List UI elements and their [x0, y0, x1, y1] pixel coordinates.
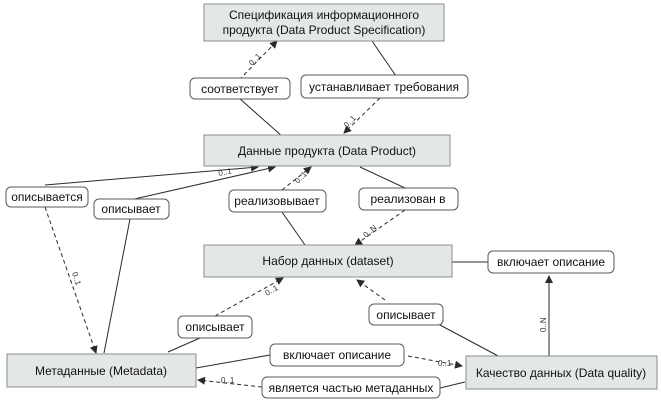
node-dataset-title: Набор данных (dataset)	[262, 254, 393, 268]
svg-text:включает описание: включает описание	[283, 348, 391, 362]
multiplicity: 0..1	[264, 283, 281, 298]
edge-metadata-includes-2	[407, 355, 463, 369]
edge-quality-describes-dataset	[356, 279, 386, 301]
label-describes-product: описывает	[93, 198, 170, 220]
edge-implements-tail	[281, 211, 306, 246]
multiplicity: 0..1	[293, 169, 309, 185]
edge-is-described-down	[44, 206, 98, 354]
svg-text:описывает: описывает	[101, 202, 161, 216]
svg-text:соответствует: соответствует	[201, 82, 279, 96]
label-is-described: описывается	[5, 186, 89, 208]
node-data-quality[interactable]: Качество данных (Data quality)	[465, 355, 658, 390]
multiplicity: 0..1	[438, 359, 452, 368]
edge-metadata-includes	[195, 354, 271, 369]
svg-text:устанавливает требования: устанавливает требования	[309, 80, 459, 94]
svg-text:реализовывает: реализовывает	[234, 194, 320, 208]
edge-corresponds-tail	[238, 97, 284, 138]
label-quality-describes-dataset: описывает	[368, 303, 444, 326]
node-data-product-specification[interactable]: Спецификация информационного продукта (D…	[203, 3, 445, 42]
edge-describes-product-down	[103, 218, 131, 354]
edge-metadata-describes-dataset-tail	[167, 337, 201, 353]
label-is-part-of-metadata: является частью метаданных	[261, 376, 441, 399]
svg-text:описывает: описывает	[376, 308, 436, 322]
multiplicity: 0..N	[362, 223, 379, 239]
label-metadata-describes-dataset: описывает	[177, 315, 253, 339]
edge-implemented-in-tail	[359, 166, 406, 189]
multiplicity: 0..1	[247, 51, 263, 67]
label-sets-requirements: устанавливает требования	[300, 74, 469, 99]
svg-text:включает описание: включает описание	[497, 255, 605, 269]
edge-part-of-2	[197, 376, 263, 388]
svg-text:реализован в: реализован в	[370, 192, 445, 206]
edge-sets-requirements	[343, 97, 381, 134]
label-implements: реализовывает	[228, 189, 327, 213]
edge-describes-product	[129, 164, 276, 201]
multiplicity: 0..1	[342, 113, 358, 129]
node-dataset[interactable]: Набор данных (dataset)	[203, 244, 453, 278]
node-data-product-title: Данные продукта (Data Product)	[238, 144, 416, 158]
node-metadata[interactable]: Метаданные (Metadata)	[6, 353, 197, 388]
edge-is-described	[44, 163, 259, 186]
node-spec-title-line1: Спецификация информационного	[229, 8, 419, 22]
multiplicity: 0..1	[221, 376, 235, 385]
edge-quality-describes-dataset-tail	[439, 324, 501, 358]
edge-metadata-describes-dataset	[214, 277, 284, 317]
edge-part-of	[439, 381, 466, 389]
multiplicity: 0..N	[539, 317, 548, 332]
edge-sets-requirements-tail	[371, 40, 397, 77]
multiplicity: 0..1	[70, 271, 83, 287]
edge-implemented-in	[354, 209, 406, 246]
svg-text:описывает: описывает	[185, 320, 245, 334]
edge-implements	[281, 166, 312, 191]
node-spec-title-line2: продукта (Data Product Specification)	[223, 23, 426, 37]
label-metadata-includes-description: включает описание	[269, 343, 405, 367]
node-metadata-title: Метаданные (Metadata)	[35, 364, 167, 378]
label-corresponds: соответствует	[189, 77, 291, 100]
svg-text:является частью метаданных: является частью метаданных	[269, 381, 434, 395]
node-data-product[interactable]: Данные продукта (Data Product)	[203, 134, 451, 167]
label-dataset-includes-description: включает описание	[487, 250, 615, 274]
svg-text:описывается: описывается	[11, 190, 83, 204]
node-data-quality-title: Качество данных (Data quality)	[476, 366, 646, 380]
multiplicity: 0..1	[218, 166, 233, 178]
label-implemented-in: реализован в	[358, 187, 459, 211]
edge-corresponds	[238, 40, 278, 81]
